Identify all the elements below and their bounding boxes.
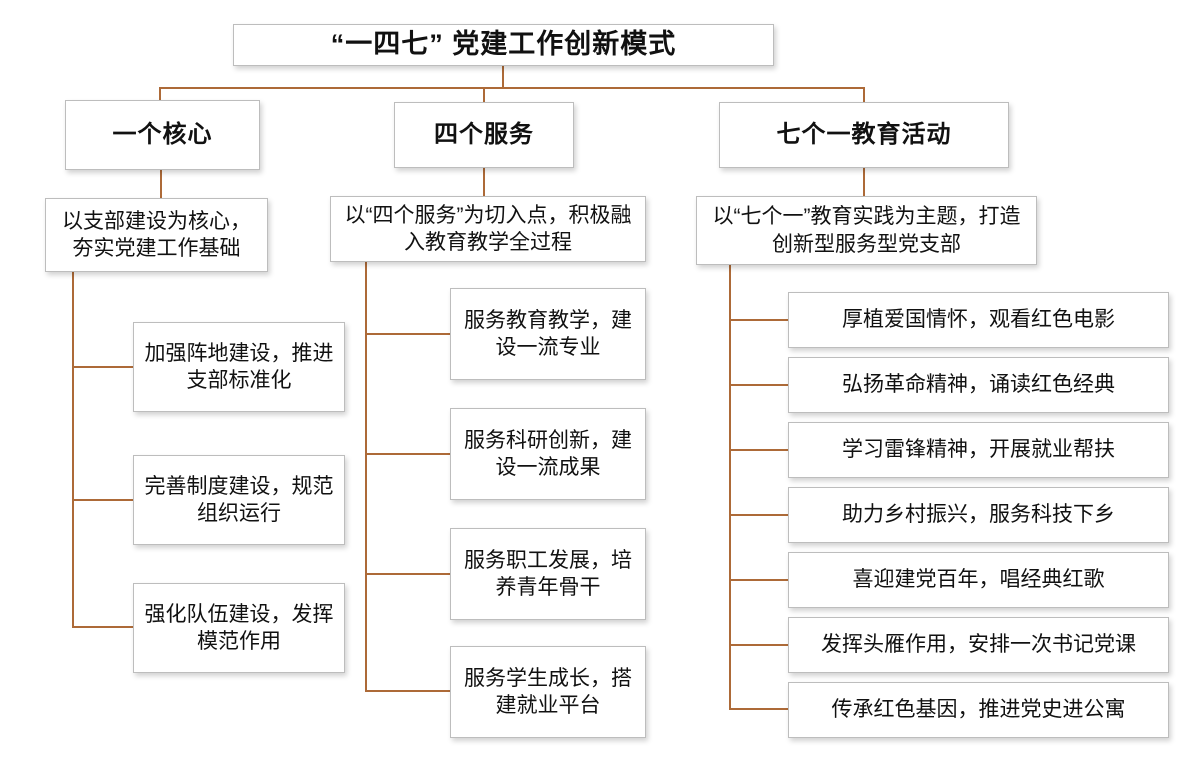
leaf-node: 弘扬革命精神，诵读红色经典 — [788, 357, 1169, 413]
leaf-node: 喜迎建党百年，唱经典红歌 — [788, 552, 1169, 608]
connector-bus — [159, 87, 865, 89]
connector-branch — [729, 579, 788, 581]
leaf-node: 助力乡村振兴，服务科技下乡 — [788, 487, 1169, 543]
connector-title-drop — [502, 66, 504, 88]
connector-branch — [729, 449, 788, 451]
leaf-node: 厚植爱国情怀，观看红色电影 — [788, 292, 1169, 348]
connector-branch — [729, 514, 788, 516]
leaf-node: 服务职工发展，培养青年骨干 — [450, 528, 646, 620]
connector-header3-desc3 — [863, 168, 865, 196]
connector-branch — [72, 499, 133, 501]
leaf-node: 学习雷锋精神，开展就业帮扶 — [788, 422, 1169, 478]
leaf-node: 完善制度建设，规范组织运行 — [133, 455, 345, 545]
leaf-node: 强化队伍建设，发挥模范作用 — [133, 583, 345, 673]
leaf-node: 传承红色基因，推进党史进公寓 — [788, 682, 1169, 738]
branch-description: 以支部建设为核心，夯实党建工作基础 — [45, 198, 268, 272]
connector-branch — [365, 690, 450, 692]
connector-branch — [729, 319, 788, 321]
branch-description: 以“七个一”教育实践为主题，打造创新型服务型党支部 — [696, 196, 1037, 265]
branch-header-seven-one-activities: 七个一教育活动 — [719, 102, 1009, 168]
connector-branch — [729, 708, 788, 710]
connector-branch — [72, 366, 133, 368]
connector-branch — [365, 453, 450, 455]
connector-branch — [365, 333, 450, 335]
connector-header1-desc1 — [160, 170, 162, 198]
branch-header-one-core: 一个核心 — [65, 100, 260, 170]
connector-drop-left — [159, 87, 161, 102]
connector-branch — [729, 644, 788, 646]
leaf-node: 发挥头雁作用，安排一次书记党课 — [788, 617, 1169, 673]
connector-drop-middle — [483, 87, 485, 104]
connector-branch — [72, 626, 133, 628]
connector-drop-right — [863, 87, 865, 104]
connector-trunk-middle — [365, 262, 367, 692]
branch-description: 以“四个服务”为切入点，积极融入教育教学全过程 — [330, 196, 646, 262]
leaf-node: 加强阵地建设，推进支部标准化 — [133, 322, 345, 412]
leaf-node: 服务学生成长，搭建就业平台 — [450, 646, 646, 738]
connector-trunk-left — [72, 270, 74, 628]
leaf-node: 服务科研创新，建设一流成果 — [450, 408, 646, 500]
connector-header2-desc2 — [483, 168, 485, 196]
branch-header-four-services: 四个服务 — [394, 102, 574, 168]
connector-branch — [365, 573, 450, 575]
connector-branch — [729, 384, 788, 386]
leaf-node: 服务教育教学，建设一流专业 — [450, 288, 646, 380]
chart-title: “一四七” 党建工作创新模式 — [233, 24, 774, 66]
connector-trunk-right — [729, 265, 731, 710]
